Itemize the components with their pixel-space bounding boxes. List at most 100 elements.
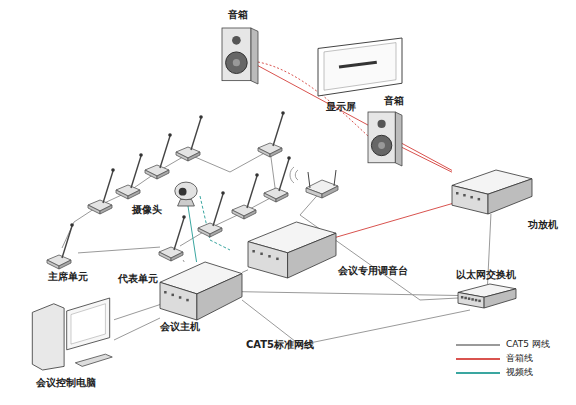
legend-text: 音箱线: [506, 352, 533, 365]
device-label: 会议主机: [160, 320, 200, 334]
device-side: [288, 233, 336, 278]
device-node: 音箱: [222, 28, 258, 84]
router-antenna: [308, 172, 310, 188]
delegate-mic: [232, 173, 259, 219]
device-front: [248, 242, 288, 278]
screen-content: [339, 62, 377, 67]
device-icon: [28, 298, 114, 370]
device-side: [488, 179, 532, 214]
legend-text: 视频线: [506, 366, 533, 379]
router-side: [306, 188, 322, 198]
delegate-mic: [88, 168, 115, 214]
device-front: [458, 292, 484, 308]
device-port: [464, 297, 467, 300]
legend-swatch: [456, 372, 500, 374]
speaker-cone: [233, 59, 240, 66]
device-node: 摄像头: [172, 180, 200, 206]
device-port: [463, 194, 466, 197]
router-front: [322, 186, 338, 198]
delegate-mic: [264, 156, 291, 202]
conference-mic: [47, 223, 74, 269]
device-icon: [160, 262, 242, 320]
cable-connector: [183, 260, 184, 262]
mic-chain-cable: [180, 150, 276, 246]
wireless-router: [290, 167, 338, 198]
cable-label: CAT5标准网线: [246, 338, 314, 352]
delegate-mic: [198, 191, 225, 237]
cable-connector: [242, 292, 458, 296]
cable-connector: [336, 204, 452, 238]
device-icon: [452, 170, 532, 214]
speaker-side: [395, 112, 402, 166]
cat5-cable: [242, 300, 470, 345]
speaker-tweeter: [378, 120, 386, 128]
cat5-cable: [114, 318, 160, 340]
speaker-woofer: [226, 52, 248, 74]
delegate-mic: [116, 153, 143, 199]
legend-text: CAT5 网线: [506, 338, 550, 351]
device-port: [470, 196, 473, 199]
camera-base: [178, 200, 195, 207]
speaker-front: [222, 28, 251, 81]
device-label: 摄像头: [132, 203, 162, 217]
device-node: 以太网交换机: [458, 284, 516, 308]
device-port: [164, 291, 167, 294]
router-antenna: [334, 170, 336, 186]
device-port: [171, 294, 174, 297]
screen-frame: [318, 38, 402, 96]
device-icon: [318, 38, 402, 96]
speaker-cone: [378, 142, 385, 149]
pc-screen: [71, 304, 105, 344]
screen-panel: [324, 43, 396, 91]
device-port: [478, 198, 481, 201]
device-node: 会议主机: [160, 262, 242, 320]
device-label: 主席单元: [48, 270, 88, 284]
device-label: 音箱: [384, 94, 404, 108]
device-port: [260, 253, 263, 256]
speaker-front: [368, 112, 395, 163]
device-icon: [458, 284, 516, 308]
device-icon: [368, 112, 402, 166]
mic-chain-cable: [100, 154, 188, 205]
device-node: 音箱: [368, 112, 402, 166]
device-side: [484, 289, 516, 308]
device-label: 以太网交换机: [456, 268, 516, 282]
device-port: [461, 296, 464, 299]
device-label: 代表单元: [118, 272, 158, 286]
device-node: 功放机: [452, 170, 532, 214]
legend-swatch: [456, 344, 500, 346]
device-label: 音箱: [228, 8, 248, 22]
device-port: [475, 299, 478, 302]
pc-keyboard: [75, 354, 112, 366]
device-label: 会议控制电脑: [36, 376, 96, 390]
delegate-mic: [176, 115, 203, 161]
device-side: [197, 274, 242, 320]
speaker-woofer: [371, 135, 391, 155]
device-port: [179, 296, 182, 299]
cable-connector: [402, 147, 452, 172]
device-port: [468, 297, 471, 300]
conference-mic: [159, 215, 186, 261]
device-node: 显示屏: [318, 38, 402, 96]
delegate-mic: [258, 111, 285, 157]
device-port: [276, 258, 279, 261]
camera-lens: [179, 188, 187, 196]
device-label: 功放机: [528, 218, 558, 232]
device-port: [478, 300, 481, 303]
device-port: [471, 298, 474, 301]
device-node: 会议控制电脑: [28, 298, 114, 370]
legend-swatch: [456, 358, 500, 360]
device-icon: [172, 180, 200, 206]
device-label: 显示屏: [326, 100, 356, 114]
device-icon: [48, 240, 78, 268]
device-node: 会议专用调音台: [248, 222, 336, 278]
device-port: [268, 255, 271, 258]
device-icon: [248, 222, 336, 278]
speaker-side: [251, 28, 258, 84]
wifi-waves: [290, 167, 298, 183]
pc-tower: [32, 304, 64, 370]
speaker-tweeter: [232, 36, 241, 45]
cable-connector: [242, 270, 248, 273]
cable-connector: [114, 305, 160, 320]
device-icon: [222, 28, 258, 84]
